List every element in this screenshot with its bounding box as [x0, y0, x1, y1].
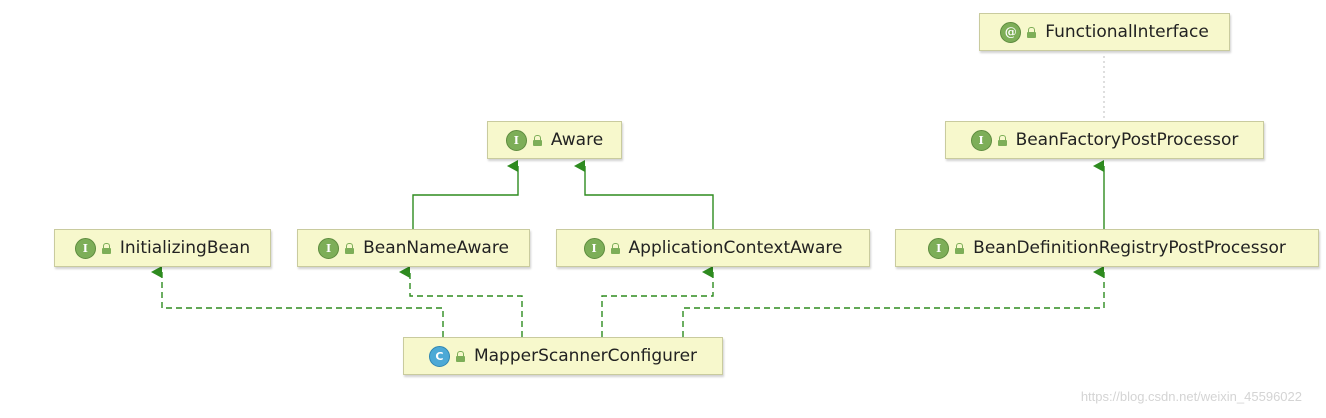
- interface-icon: I: [74, 237, 96, 259]
- edge-beannameaware-extends-aware: [412, 160, 519, 229]
- node-label: InitializingBean: [119, 238, 251, 258]
- node-label: Aware: [550, 130, 604, 150]
- node-bean-definition-registry-post-processor[interactable]: I BeanDefinitionRegistryPostProcessor: [895, 229, 1319, 267]
- node-mapper-scanner-configurer[interactable]: C MapperScannerConfigurer: [403, 337, 723, 375]
- node-label: BeanDefinitionRegistryPostProcessor: [973, 238, 1286, 258]
- class-icon: C: [428, 345, 450, 367]
- node-application-context-aware[interactable]: I ApplicationContextAware: [556, 229, 870, 267]
- edge-msc-implements-bdrpp: [682, 266, 1105, 337]
- node-label: MapperScannerConfigurer: [473, 346, 698, 366]
- edge-msc-implements-beannameaware: [399, 266, 523, 337]
- node-label: BeanFactoryPostProcessor: [1015, 130, 1239, 150]
- node-label: FunctionalInterface: [1045, 22, 1209, 42]
- public-lock-icon: [345, 242, 355, 254]
- interface-icon: I: [583, 237, 605, 259]
- node-functional-interface[interactable]: @ FunctionalInterface: [979, 13, 1230, 51]
- interface-icon: I: [318, 237, 340, 259]
- public-lock-icon: [610, 242, 620, 254]
- edge-msc-implements-initializingbean: [151, 266, 444, 337]
- node-bean-factory-post-processor[interactable]: I BeanFactoryPostProcessor: [945, 121, 1264, 159]
- public-lock-icon: [955, 242, 965, 254]
- interface-icon: I: [505, 129, 527, 151]
- interface-icon: I: [928, 237, 950, 259]
- node-label: ApplicationContextAware: [628, 238, 843, 258]
- public-lock-icon: [997, 134, 1007, 146]
- interface-icon: I: [970, 129, 992, 151]
- edge-msc-implements-applicationcontextaware: [601, 266, 714, 337]
- edge-applicationcontextaware-extends-aware: [574, 160, 714, 229]
- public-lock-icon: [101, 242, 111, 254]
- annotation-icon: @: [1000, 21, 1022, 43]
- public-lock-icon: [1027, 26, 1037, 38]
- node-initializing-bean[interactable]: I InitializingBean: [54, 229, 271, 267]
- node-aware[interactable]: I Aware: [487, 121, 622, 159]
- public-lock-icon: [455, 350, 465, 362]
- node-label: BeanNameAware: [363, 238, 509, 258]
- node-bean-name-aware[interactable]: I BeanNameAware: [297, 229, 530, 267]
- public-lock-icon: [532, 134, 542, 146]
- watermark: https://blog.csdn.net/weixin_45596022: [1080, 389, 1302, 404]
